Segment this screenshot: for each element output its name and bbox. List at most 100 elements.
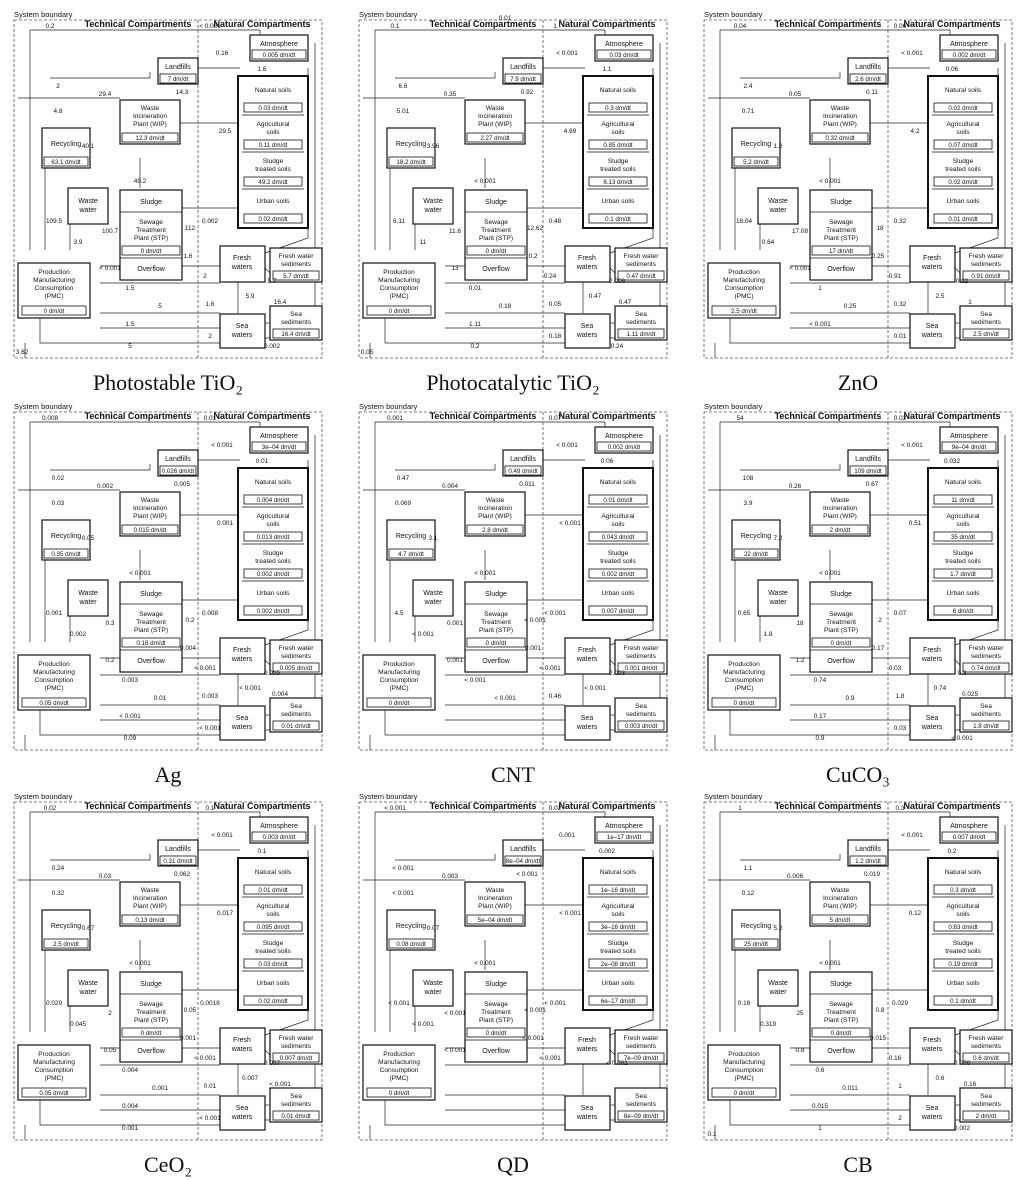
flow-value: 18 (796, 620, 804, 627)
sludge-treated-soils-label: Sludge (608, 550, 629, 557)
waste-water-label: Waste (768, 198, 788, 205)
urban-soils-stock-value: 0.002 dm/dt (257, 608, 290, 615)
landfills-stock-value: 7.9 dm/dt (510, 76, 536, 83)
flow-value: < 0.001 (211, 832, 233, 839)
flow-value: 0.001 (122, 1125, 138, 1132)
sea-waters-label: waters (921, 332, 943, 339)
landfills-label: Landfills (855, 846, 881, 853)
natural-compartments-title: Natural Compartments (903, 411, 1000, 421)
flow-value: < 0.001 (129, 570, 151, 577)
flow-value: 0.09 (124, 735, 137, 742)
fresh-water-sediments-label: Fresh water (969, 253, 1005, 260)
overflow-label: Overflow (482, 1048, 511, 1055)
stp-stock-box (121, 1027, 181, 1038)
system-boundary-label: System boundary (359, 792, 418, 801)
stp-label: Treatment (826, 227, 856, 234)
panel-caption: QD (497, 1152, 529, 1177)
sewage-treatment-plant-box (809, 189, 873, 281)
stp-stock-value: 0 dm/dt (831, 1030, 852, 1037)
overflow-label: Overflow (482, 658, 511, 665)
landfills-stock-box (159, 855, 197, 866)
natural-compartments-title: Natural Compartments (213, 19, 310, 29)
sludge-treated-soils-label: Sludge (953, 550, 974, 557)
agricultural-soils-stock-box (243, 531, 303, 542)
fresh-water-sediments-stock-box (962, 270, 1010, 281)
flow-line (729, 1100, 910, 1126)
urban-soils-stock-box (588, 605, 648, 616)
fresh-water-sediments-label: sediments (971, 261, 1002, 268)
pmc-label: Manufacturing (33, 277, 75, 284)
sea-waters-box (909, 313, 956, 349)
recycling-stock-box (388, 548, 434, 559)
natural-compartments-title: Natural Compartments (903, 19, 1000, 29)
agricultural-soils-stock-box (588, 921, 648, 932)
recycling-label: Recycling (51, 923, 81, 930)
flow-line (39, 318, 220, 344)
atmosphere-stock-value: 0.003 dm/dt (263, 834, 296, 841)
sewage-treatment-plant-box (119, 581, 183, 673)
flow-value: 11.6 (449, 228, 461, 235)
agricultural-soils-label: soils (611, 911, 625, 918)
flow-value: < 0.001 (392, 865, 414, 872)
fresh-water-sediments-label: Fresh water (624, 645, 660, 652)
system-boundary-label: System boundary (704, 792, 763, 801)
natural-soils-stock-box (933, 102, 993, 113)
fresh-water-sediments-stock-box (272, 1052, 320, 1063)
flow-value: 0.71 (742, 108, 755, 115)
fresh-waters-box (909, 245, 956, 283)
flow-value: 0.004 (442, 483, 458, 490)
sea-waters-label: waters (576, 1114, 598, 1121)
natural-soils-label: Natural soils (600, 479, 637, 486)
fresh-waters-label: Fresh (578, 647, 596, 654)
flow-value: 0.35 (444, 91, 457, 98)
flow-value: 2 (203, 273, 207, 280)
pmc-label: (PMC) (734, 1075, 753, 1082)
flow-value: 0.2 (106, 657, 115, 664)
flow-value: 1.11 (469, 321, 481, 328)
stp-label: Plant (STP) (824, 627, 858, 634)
wip-label: Waste (141, 105, 160, 112)
wip-stock-value: 2.27 dm/dt (480, 135, 510, 142)
pmc-label: Production (728, 661, 760, 668)
stp-label: Treatment (826, 1009, 856, 1016)
recycling-label: Recycling (51, 533, 81, 540)
flow-line (264, 659, 271, 666)
waste-water-label: Waste (423, 980, 443, 987)
stp-label: Plant (STP) (134, 627, 168, 634)
flow-value: < 0.001 (464, 677, 486, 684)
sea-waters-box (219, 1095, 266, 1131)
stp-stock-box (811, 245, 871, 256)
sludge-treated-soils-stock-box (243, 958, 303, 969)
sea-waters-box (909, 705, 956, 741)
flow-value: 0.062 (174, 871, 190, 878)
agricultural-soils-label: Agricultural (257, 121, 291, 128)
flow-value: 0.032 (944, 458, 960, 465)
stp-stock-value: 17 dm/dt (829, 248, 853, 255)
agricultural-soils-stock-value: 35 dm/dt (951, 534, 975, 541)
fresh-waters-label: Fresh (923, 647, 941, 654)
urban-soils-stock-value: 6e–17 dm/dt (601, 998, 636, 1005)
fresh-waters-box (909, 1027, 956, 1065)
flow-line (50, 72, 151, 79)
panel-caption: CeO₂ (144, 1152, 192, 1177)
stp-label: Plant (STP) (479, 235, 513, 242)
flow-line (39, 1100, 220, 1126)
flow-value: 4.69 (564, 128, 577, 135)
pmc-label: (PMC) (44, 293, 63, 300)
recycling-stock-box (733, 156, 779, 167)
sea-waters-label: Sea (926, 1105, 939, 1112)
agricultural-soils-label: Agricultural (257, 513, 291, 520)
sludge-label: Sludge (830, 199, 852, 206)
recycling-stock-box (733, 548, 779, 559)
flow-value: 14.3 (176, 89, 189, 96)
sea-sediments-stock-box (617, 720, 665, 731)
system-boundary-label: System boundary (14, 402, 73, 411)
technical-compartments-title: Technical Compartments (85, 411, 192, 421)
sea-sediments-stock-box (962, 1110, 1010, 1121)
urban-soils-stock-box (933, 995, 993, 1006)
sludge-label: Sludge (485, 981, 507, 988)
flow-value: 0.025 (962, 691, 978, 698)
